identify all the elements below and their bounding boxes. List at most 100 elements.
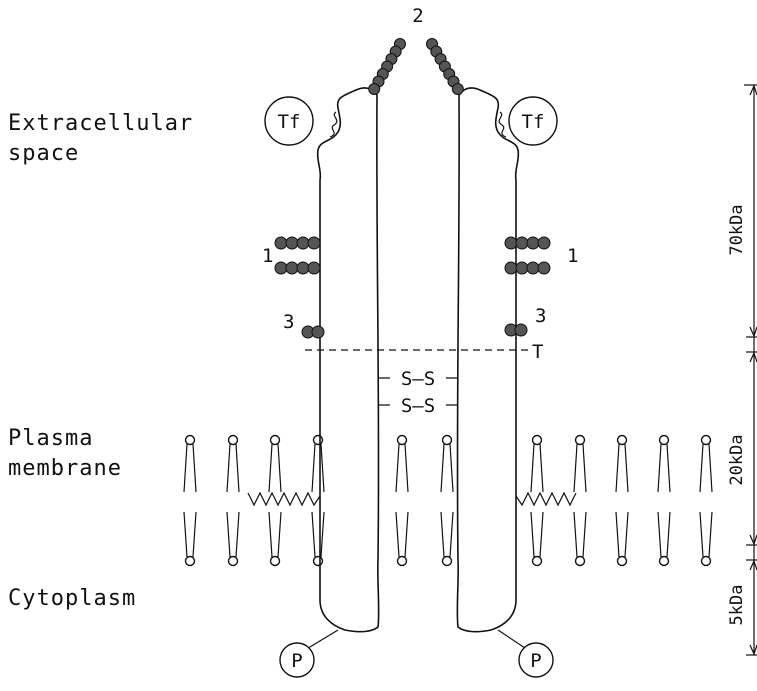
site-2-glycans: [369, 39, 464, 95]
lipid-head-upper: [314, 436, 323, 445]
glycan-bead: [275, 262, 287, 274]
lipid-head-lower: [271, 557, 280, 566]
glycan-bead: [452, 84, 463, 95]
disulfide-1-label: S–S: [401, 368, 435, 390]
lipid-head-lower: [533, 557, 542, 566]
site-1-left-label: 1: [262, 245, 273, 267]
lipid-head-upper: [618, 436, 627, 445]
lower-leaflet: [184, 512, 712, 566]
lipid-head-lower: [576, 557, 585, 566]
lipid-head-lower: [314, 557, 323, 566]
lipid-head-upper: [660, 436, 669, 445]
lipid-head-upper: [576, 436, 585, 445]
lipid-tail-lower: [616, 512, 628, 557]
glycan-bead: [297, 262, 309, 274]
mass-transmembrane: 20kDa: [727, 434, 747, 485]
left-subunit-outline: [318, 88, 379, 632]
lipid-head-upper: [186, 436, 195, 445]
cleavage-label: T: [532, 341, 543, 363]
lipid-tail-upper: [269, 444, 281, 492]
lipid-tail-upper: [312, 444, 324, 492]
phosphate-right-stalk: [498, 630, 528, 650]
region-extracellular-line1: Extracellular: [8, 111, 193, 136]
upper-leaflet: [184, 436, 712, 493]
left-tf-binding-squiggle: [330, 112, 337, 137]
lipid-head-lower: [443, 557, 452, 566]
site-1-glycans: [275, 237, 550, 274]
phosphate-right-label: P: [530, 650, 541, 672]
site-1-right-label: 1: [567, 245, 578, 267]
lipid-tail-lower: [658, 512, 670, 557]
glycan-bead: [538, 262, 550, 274]
palmitate-chain-left: [248, 493, 320, 505]
lipid-head-upper: [229, 436, 238, 445]
glycan-bead: [515, 324, 527, 336]
lipid-tail-upper: [616, 444, 628, 492]
palmitate-chain-right: [516, 493, 576, 505]
tf-right-label: Tf: [522, 111, 545, 133]
glycan-bead: [527, 262, 539, 274]
tf-left-label: Tf: [278, 111, 301, 133]
receptor-monomer-right: [457, 88, 518, 632]
lipid-tail-lower: [396, 512, 408, 557]
glycan-bead: [527, 237, 539, 249]
glycan-bead: [275, 237, 287, 249]
receptor-monomer-left: [318, 88, 379, 632]
lipid-tail-upper: [396, 444, 408, 492]
region-membrane-line1: Plasma: [8, 426, 93, 451]
lipid-head-upper: [443, 436, 452, 445]
glycan-bead: [369, 84, 380, 95]
lipid-head-lower: [702, 557, 711, 566]
lipid-tail-lower: [184, 512, 196, 557]
glycan-bead: [286, 237, 298, 249]
lipid-tail-upper: [184, 444, 196, 492]
right-subunit-outline: [457, 88, 518, 632]
lipid-head-lower: [618, 557, 627, 566]
lipid-head-upper: [533, 436, 542, 445]
lipid-head-lower: [398, 557, 407, 566]
glycan-bead: [308, 237, 320, 249]
disulfide-2-label: S–S: [401, 395, 435, 417]
lipid-tail-upper: [441, 444, 453, 492]
glycan-bead: [538, 237, 550, 249]
lipid-head-lower: [660, 557, 669, 566]
region-membrane-line2: membrane: [8, 456, 122, 481]
lipid-head-lower: [229, 557, 238, 566]
site-3-right-label: 3: [535, 305, 546, 327]
lipid-tail-upper: [658, 444, 670, 492]
lipid-tail-lower: [441, 512, 453, 557]
phosphate-left-stalk: [305, 630, 338, 650]
mass-cytoplasmic: 5kDa: [727, 585, 747, 626]
region-extracellular-line2: space: [8, 141, 79, 166]
glycan-bead: [516, 262, 528, 274]
region-cytoplasm: Cytoplasm: [8, 586, 136, 611]
lipid-tail-upper: [531, 444, 543, 492]
lipid-tail-upper: [700, 444, 712, 492]
lipid-tail-lower: [531, 512, 543, 557]
lipid-tail-upper: [574, 444, 586, 492]
right-tf-binding-squiggle: [499, 112, 506, 137]
glycan-bead: [312, 326, 324, 338]
phosphate-left-label: P: [291, 650, 302, 672]
site-3-left-label: 3: [283, 311, 294, 333]
lipid-tail-upper: [227, 444, 239, 492]
lipid-head-upper: [398, 436, 407, 445]
lipid-head-lower: [186, 557, 195, 566]
glycan-bead: [308, 262, 320, 274]
lipid-tail-lower: [227, 512, 239, 557]
glycan-bead: [286, 262, 298, 274]
mass-extracellular: 70kDa: [727, 204, 747, 255]
lipid-tail-lower: [312, 512, 324, 557]
lipid-tail-lower: [574, 512, 586, 557]
site-3-glycans: [302, 324, 527, 338]
site-2-label: 2: [412, 5, 423, 27]
glycan-bead: [297, 237, 309, 249]
glycan-bead: [505, 237, 517, 249]
lipid-head-upper: [702, 436, 711, 445]
lipid-head-upper: [271, 436, 280, 445]
glycan-bead: [516, 237, 528, 249]
glycan-bead: [505, 262, 517, 274]
lipid-tail-lower: [700, 512, 712, 557]
